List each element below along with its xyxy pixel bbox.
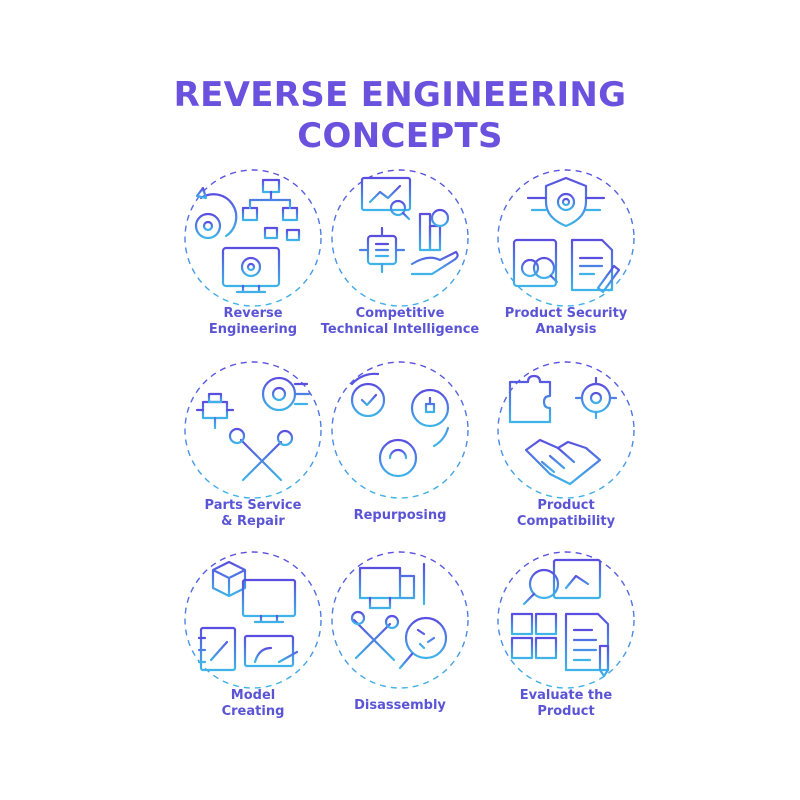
page-title-line-2: CONCEPTS [297, 116, 503, 156]
concept-label-line-1: Reverse [223, 306, 283, 321]
concept-label-line-1: Product Security [504, 306, 628, 321]
concept-label-line-2: Creating [221, 704, 285, 719]
concept-label-line-2: & Repair [221, 514, 285, 529]
concept-label-line-2: Product [537, 704, 595, 719]
concept-label-line-1: Parts Service [204, 498, 302, 513]
concept-repurposing: Repurposing [275, 360, 525, 540]
concept-label-line-1: Evaluate the [519, 688, 613, 703]
concept-label-line-1: Repurposing [353, 508, 447, 523]
gear-wrench-screwdriver-icon [184, 361, 322, 499]
concept-label-line-2: Engineering [208, 322, 298, 337]
concept-label-line-2: Technical Intelligence [320, 322, 480, 337]
tools-magnifier-icon [331, 551, 469, 689]
cycle-gears-lightbulb-icon [331, 361, 469, 499]
flowchart-gear-monitor-icon [184, 169, 322, 307]
concept-label-line-1: Model [230, 688, 276, 703]
concept-label-line-1: Competitive [355, 306, 445, 321]
chart-network-hand-icon [331, 169, 469, 307]
concept-label-line-2: Analysis [535, 322, 597, 337]
puzzle-handshake-icon [497, 361, 635, 499]
concept-label-line-2: Compatibility [516, 514, 616, 529]
cube-monitor-notebook-icon [184, 551, 322, 689]
concept-parts-service-repair: Parts Service& Repair [128, 360, 378, 540]
concept-disassembly: Disassembly [275, 550, 525, 730]
magnifier-grid-checklist-icon [497, 551, 635, 689]
page-title-line-1: REVERSE ENGINEERING [173, 75, 627, 115]
concept-label-line-1: Disassembly [354, 698, 446, 713]
concept-label-line-1: Product [537, 498, 595, 513]
shield-gear-document-icon [497, 169, 635, 307]
